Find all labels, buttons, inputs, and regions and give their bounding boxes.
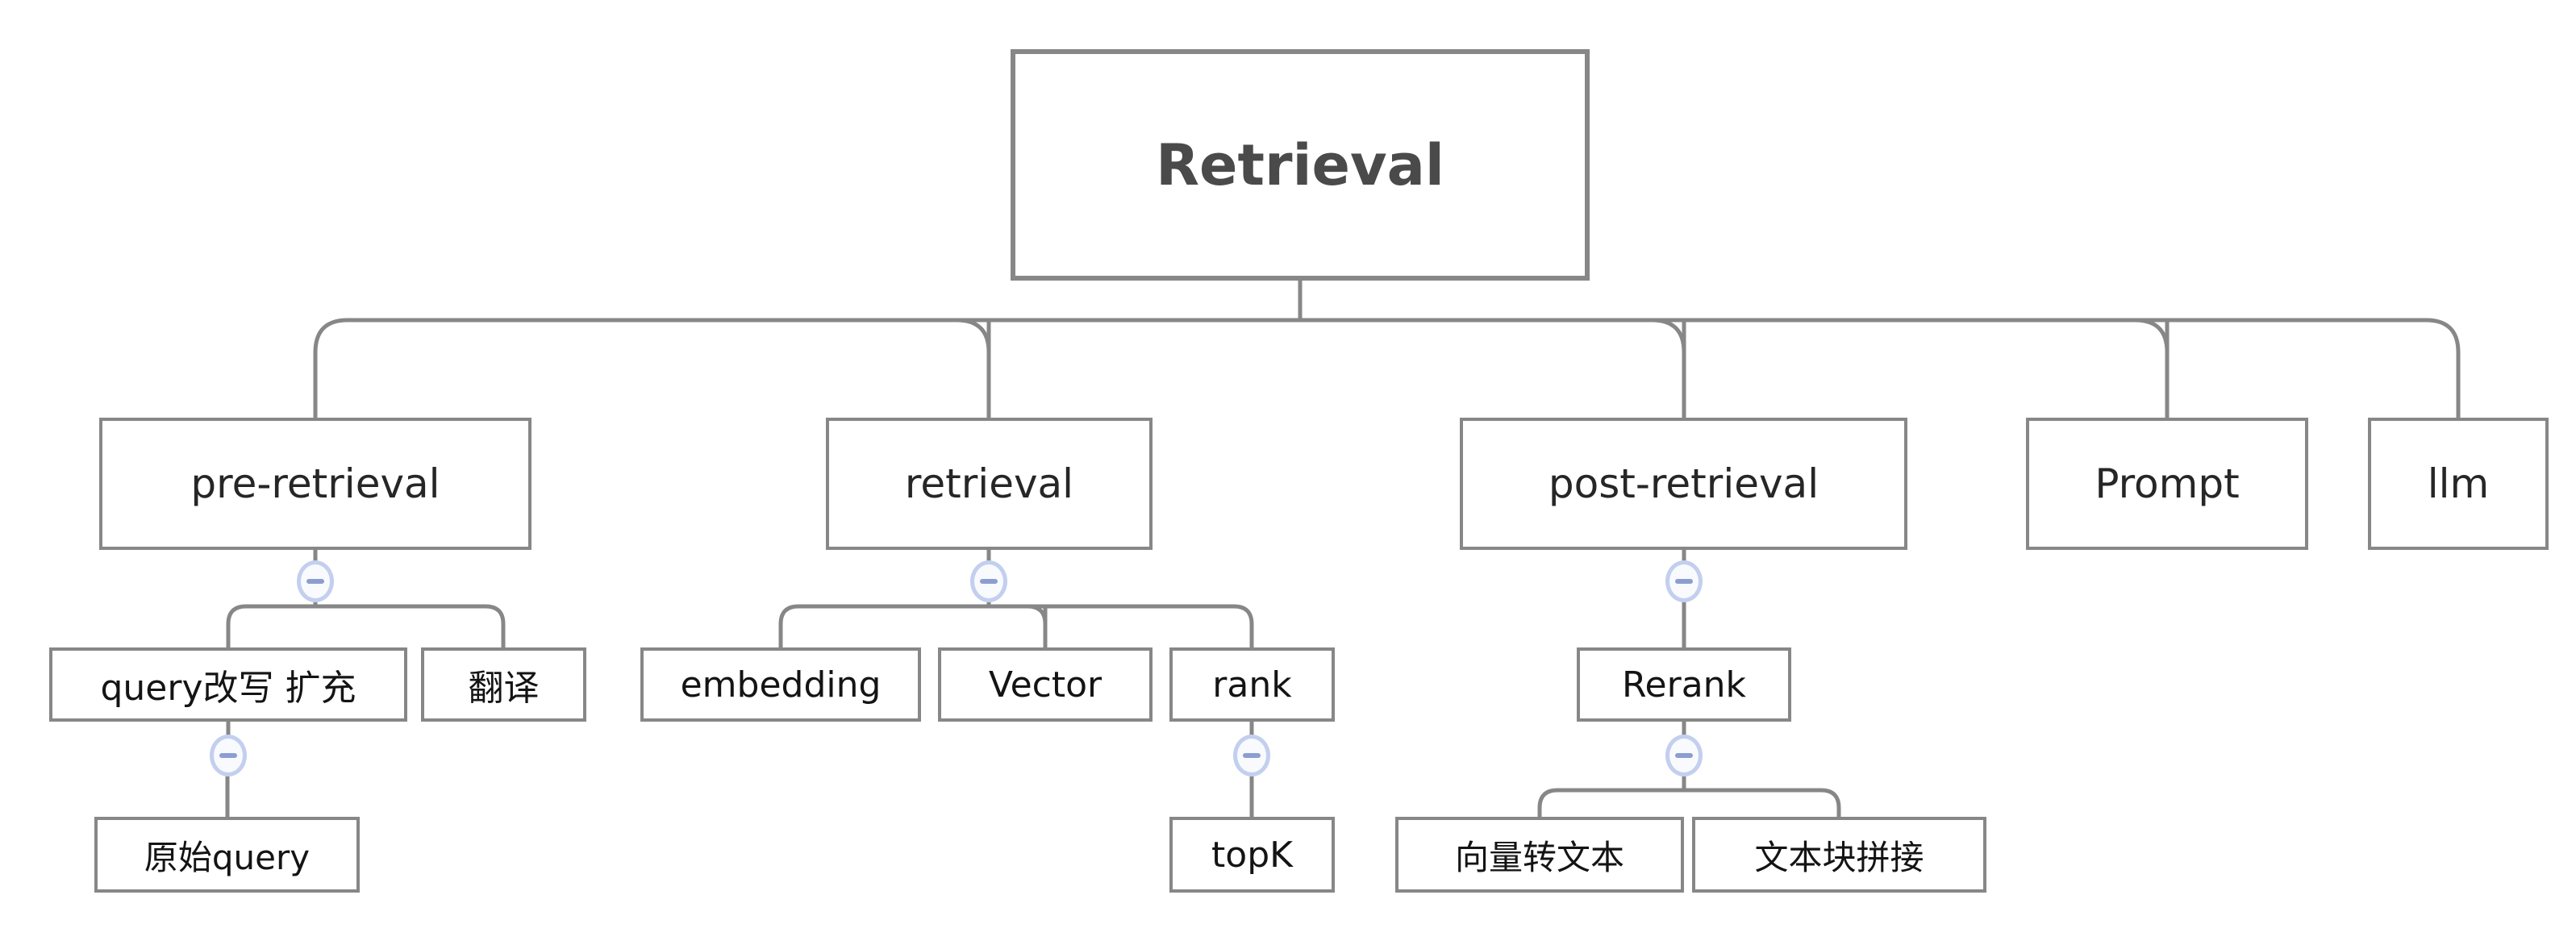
- node-pre-retrieval[interactable]: pre-retrieval: [99, 418, 531, 550]
- collapse-icon-post-retrieval[interactable]: [1665, 560, 1703, 602]
- node-translate[interactable]: 翻译: [421, 647, 586, 722]
- node-rerank[interactable]: Rerank: [1577, 647, 1791, 722]
- node-label: query改写 扩充: [100, 668, 356, 709]
- node-post-retrieval[interactable]: post-retrieval: [1460, 418, 1907, 550]
- collapse-icon-rank[interactable]: [1233, 735, 1270, 776]
- collapse-icon-query-rewrite[interactable]: [210, 735, 247, 776]
- collapse-icon-rerank[interactable]: [1665, 735, 1703, 776]
- node-topk[interactable]: topK: [1169, 817, 1335, 893]
- node-llm[interactable]: llm: [2368, 418, 2549, 550]
- node-embedding[interactable]: embedding: [640, 647, 921, 722]
- minus-icon: [1675, 753, 1693, 758]
- node-retrieval[interactable]: retrieval: [826, 418, 1153, 550]
- node-label: rank: [1212, 664, 1292, 706]
- node-query-rewrite-expand[interactable]: query改写 扩充: [49, 647, 407, 722]
- node-label: 原始query: [144, 837, 311, 877]
- node-label: topK: [1211, 834, 1293, 876]
- node-prompt[interactable]: Prompt: [2026, 418, 2308, 550]
- minus-icon: [980, 579, 998, 584]
- node-label: 翻译: [468, 668, 540, 709]
- node-original-query[interactable]: 原始query: [94, 817, 360, 893]
- node-label: Vector: [988, 664, 1103, 706]
- minus-icon: [1243, 753, 1261, 758]
- node-label: 向量转文本: [1454, 837, 1624, 877]
- node-rank[interactable]: rank: [1169, 647, 1335, 722]
- collapse-icon-pre-retrieval[interactable]: [297, 560, 334, 602]
- minus-icon: [219, 753, 237, 758]
- node-label: llm: [2427, 460, 2490, 507]
- node-label: Prompt: [2095, 460, 2240, 507]
- node-label: post-retrieval: [1548, 460, 1819, 507]
- node-label: Retrieval: [1156, 131, 1444, 198]
- node-vector-to-text[interactable]: 向量转文本: [1395, 817, 1684, 893]
- node-label: embedding: [680, 664, 882, 706]
- node-label: 文本块拼接: [1754, 837, 1924, 877]
- minus-icon: [306, 579, 324, 584]
- node-label: retrieval: [904, 460, 1074, 507]
- node-label: pre-retrieval: [190, 460, 440, 507]
- node-text-chunk-concat[interactable]: 文本块拼接: [1692, 817, 1986, 893]
- node-label: Rerank: [1621, 664, 1747, 706]
- collapse-icon-retrieval[interactable]: [970, 560, 1007, 602]
- minus-icon: [1675, 579, 1693, 584]
- node-retrieval-root[interactable]: Retrieval: [1011, 49, 1590, 281]
- node-vector[interactable]: Vector: [938, 647, 1153, 722]
